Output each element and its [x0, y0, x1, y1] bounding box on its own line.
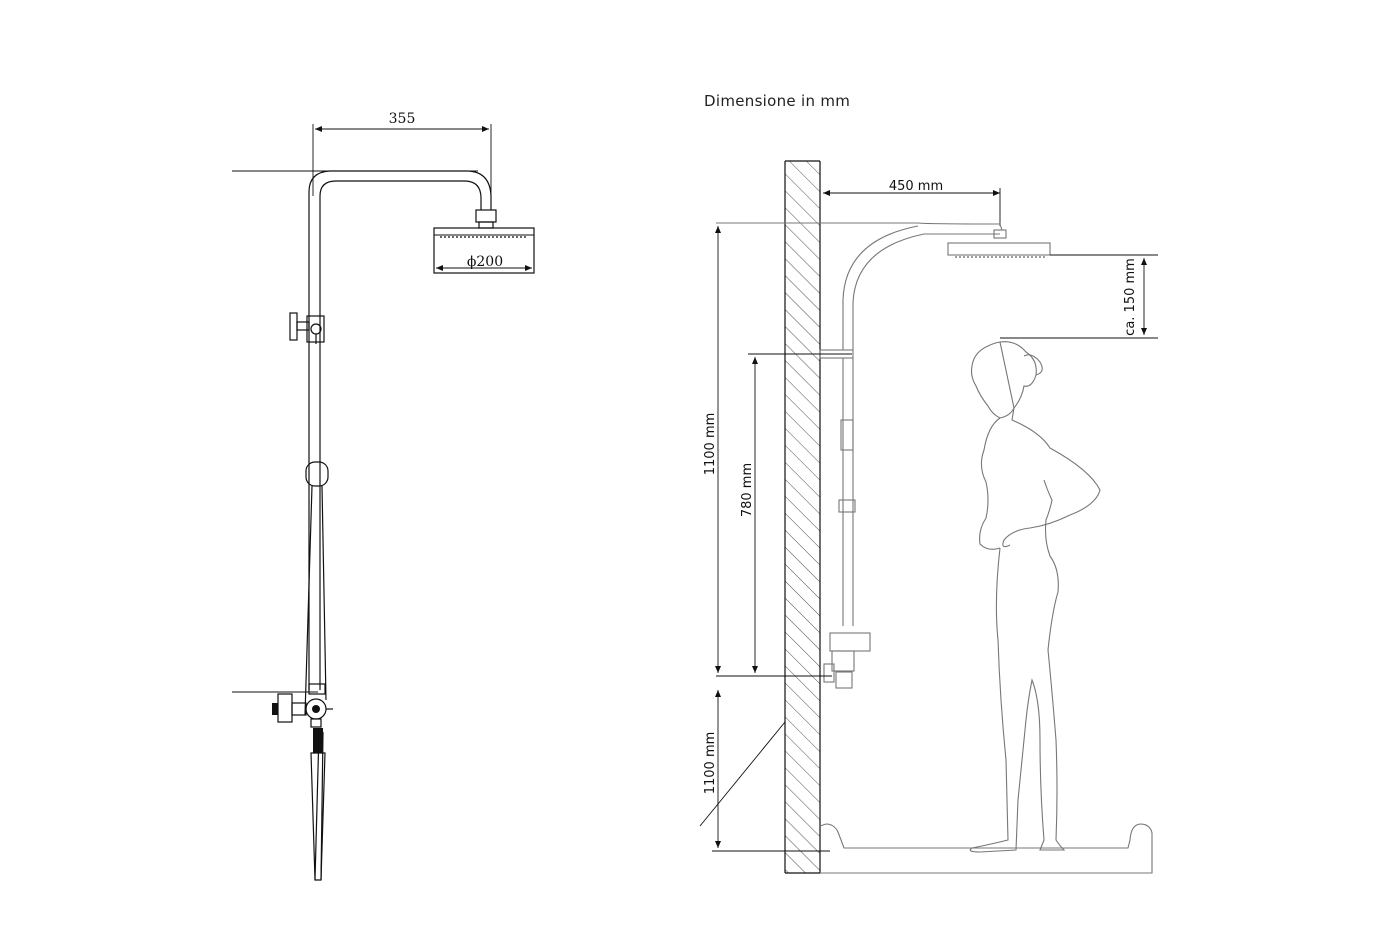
- arm-width-label: 355: [389, 111, 416, 127]
- shower-column-side: [716, 222, 1051, 689]
- thermostatic-mixer: [272, 683, 333, 728]
- mixer-height-dimension: 1100 mm: [699, 690, 830, 852]
- human-figure-silhouette: [969, 341, 1101, 853]
- shower-hose: [304, 485, 327, 881]
- head-clearance-dimension: ca. 150 mm: [1000, 254, 1158, 339]
- overhead-arm: [308, 170, 492, 690]
- rail-length-label: 780 mm: [740, 463, 755, 517]
- left-elevation-view: 355 ϕ200: [232, 111, 535, 881]
- shower-tray: [819, 823, 1153, 874]
- upper-wall-bracket: [289, 312, 325, 344]
- hand-shower: [310, 728, 326, 881]
- head-diameter-label: ϕ200: [467, 254, 503, 270]
- hand-shower-slider: [305, 461, 329, 487]
- dimension-unit-title: Dimensione in mm: [704, 92, 850, 110]
- rail-length-dimension: 780 mm: [740, 353, 852, 673]
- right-section-view: 450 mm ca. 150 mm: [699, 160, 1158, 874]
- hatched-wall: [784, 160, 821, 874]
- head-clearance-label: ca. 150 mm: [1123, 258, 1138, 336]
- shower-head: ϕ200: [433, 227, 535, 274]
- rail-height-label: 1100 mm: [703, 413, 718, 476]
- arm-projection-dimension: 450 mm: [823, 179, 1001, 226]
- mixer-height-label: 1100 mm: [703, 732, 718, 795]
- arm-projection-label: 450 mm: [889, 179, 943, 194]
- arm-width-dimension: 355: [312, 111, 492, 196]
- rail-height-dimension: 1100 mm: [703, 226, 832, 677]
- head-connector: [475, 209, 497, 223]
